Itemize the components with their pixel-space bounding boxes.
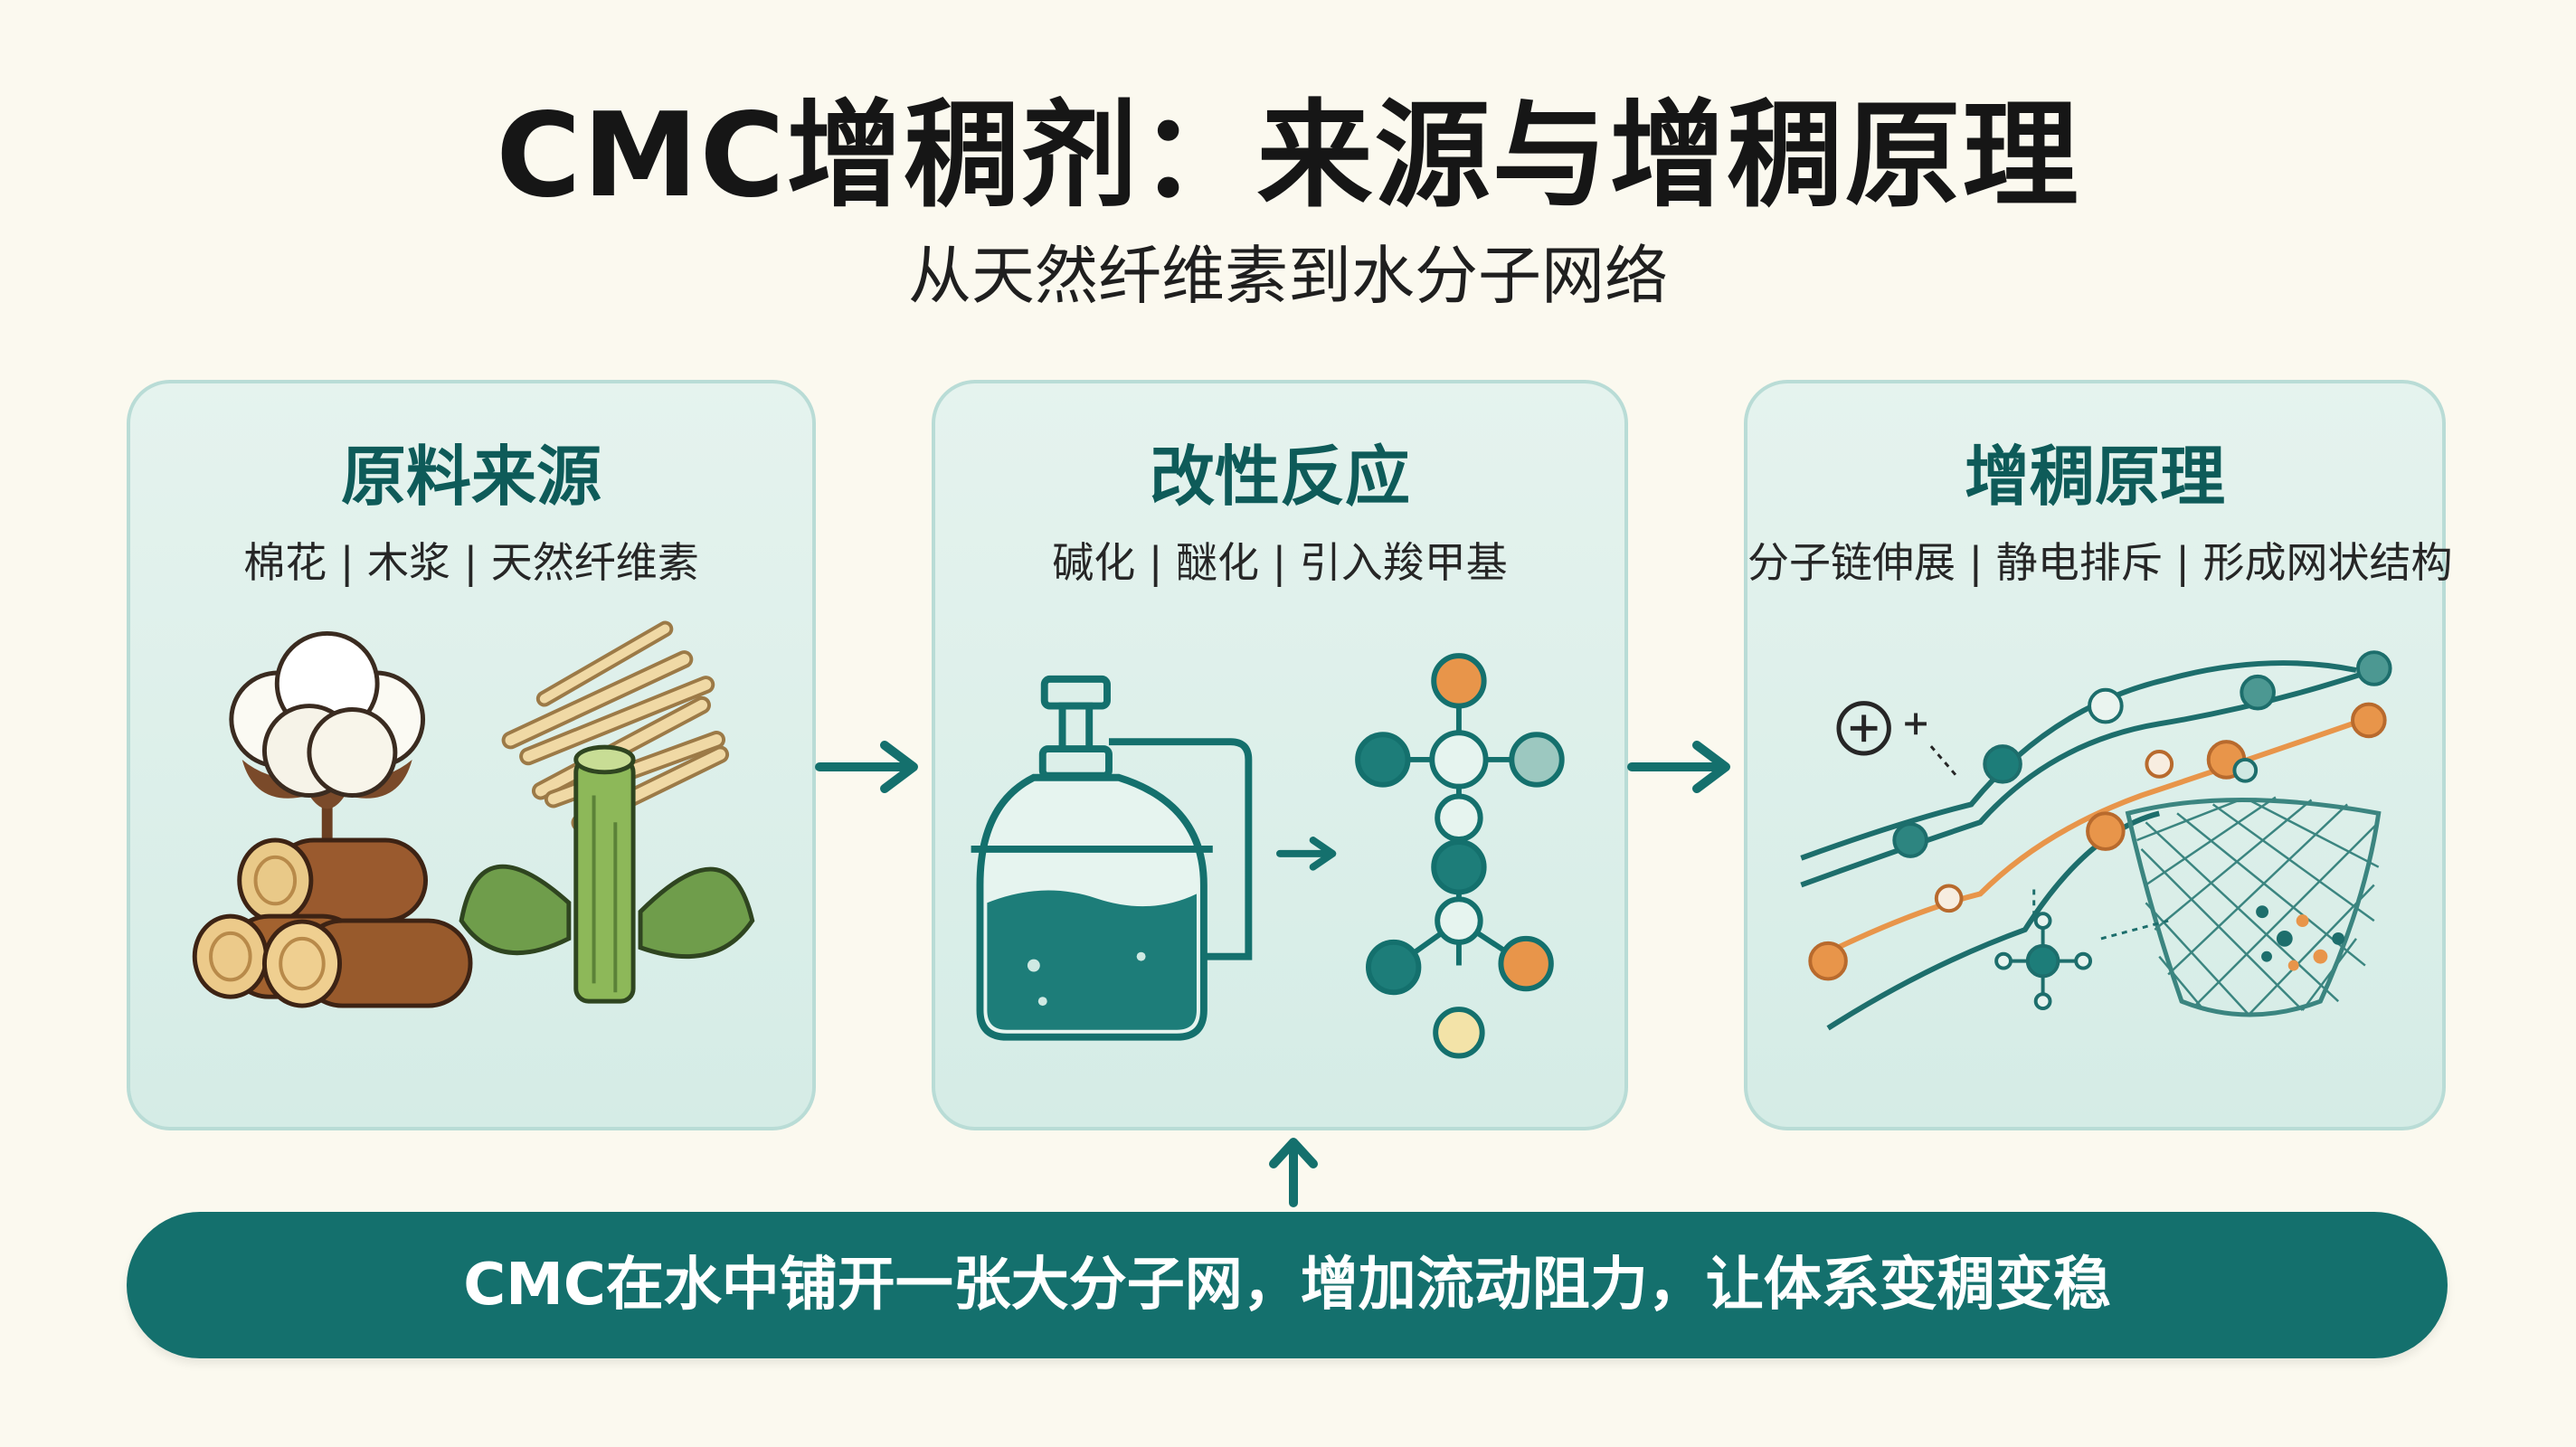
modification-illustration — [971, 653, 1565, 1059]
summary-banner: CMC在水中铺开一张大分子网，增加流动阻力，让体系变稠变稳 — [127, 1212, 2448, 1358]
page-subtitle: 从天然纤维素到水分子网络 — [908, 239, 1668, 313]
panel-title: 原料来源 — [340, 439, 601, 515]
arrow-up-icon — [1269, 1138, 1318, 1207]
raw-materials-illustration — [192, 620, 755, 1008]
panel-modification: 改性反应 碱化 | 醚化 | 引入羧甲基 — [932, 380, 1628, 1130]
charge-plus-icon — [1836, 701, 1959, 779]
arrow-right-icon — [1627, 741, 1730, 793]
cotton-boll-icon — [229, 630, 426, 846]
wood-logs-icon — [192, 837, 473, 1008]
panel-title: 增稠原理 — [1964, 439, 2225, 515]
small-molecule-icon — [1994, 889, 2169, 1011]
arrow-right-icon — [815, 741, 918, 793]
panel-subtitle: 分子链伸展 | 静电排斥 | 形成网状结构 — [1747, 538, 2453, 587]
thickening-illustration — [1800, 650, 2392, 1031]
panel-subtitle: 棉花 | 木浆 | 天然纤维素 — [243, 538, 699, 587]
page-title: CMC增稠剂：来源与增稠原理 — [496, 89, 2080, 223]
summary-text: CMC在水中铺开一张大分子网，增加流动阻力，让体系变稠变稳 — [463, 1252, 2111, 1319]
panel-thickening-principle: 增稠原理 分子链伸展 | 静电排斥 | 形成网状结构 — [1744, 380, 2453, 1130]
panel-title: 改性反应 — [1149, 439, 1410, 515]
polymer-chain-beads — [1808, 650, 2392, 981]
small-arrow-icon — [1276, 837, 1337, 871]
molecule-structure-icon — [1355, 653, 1565, 1059]
panel-subtitle: 碱化 | 醚化 | 引入羧甲基 — [1052, 538, 1508, 587]
reaction-flask-icon — [971, 675, 1253, 1041]
plant-stem-icon — [459, 744, 755, 1004]
panel-raw-materials: 原料来源 棉花 | 木浆 | 天然纤维素 — [127, 380, 816, 1130]
molecular-net-icon — [2125, 796, 2382, 1017]
